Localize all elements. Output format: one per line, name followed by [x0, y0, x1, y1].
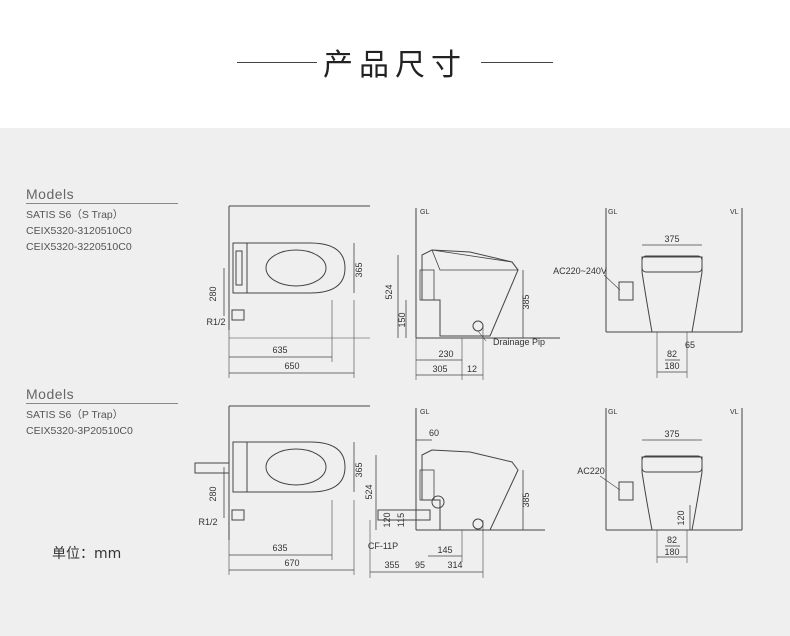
title-rule-right [481, 62, 553, 63]
dim-label: 82 [667, 349, 677, 359]
dim-label: 385 [521, 294, 531, 309]
seat-outline [246, 441, 346, 493]
dim-label: R1/2 [198, 517, 217, 527]
s-front-view [603, 208, 743, 378]
seat-outline [431, 249, 519, 271]
s-top-view [223, 205, 370, 378]
dim-label: 12 [467, 364, 477, 374]
dim-label: 65 [685, 340, 695, 350]
seat-outline [641, 255, 703, 273]
dim-label: 635 [272, 345, 287, 355]
dim-label: 524 [384, 284, 394, 299]
unit-label: 单位：mm [52, 546, 122, 562]
gl-marker: GL [420, 209, 429, 216]
models-rule [26, 403, 178, 404]
leader-line [599, 475, 621, 491]
dim-label: 145 [437, 545, 452, 555]
bowl-outline [265, 249, 327, 287]
pipe-outline [194, 462, 230, 474]
tank-outline [419, 269, 435, 301]
power-box-outline [618, 481, 634, 501]
dim-label: 120 [382, 512, 392, 527]
vl-marker: VL [730, 409, 739, 416]
dim-label: AC220~240V [553, 266, 607, 276]
toilet-body-outline [641, 456, 703, 531]
models-block-p-trap: Models SATIS S6（P Trap） CEIX5320-3P20510… [26, 386, 178, 439]
dim-label: 650 [284, 361, 299, 371]
p-side-view [369, 408, 545, 578]
bowl-outline [265, 448, 327, 486]
dim-label: 305 [432, 364, 447, 374]
dim-label: 385 [521, 492, 531, 507]
dim-label: 314 [447, 560, 462, 570]
model-code: CEIX5320-3220510C0 [26, 241, 132, 253]
fitting-outline [431, 495, 445, 509]
dim-label: 524 [364, 484, 374, 499]
dim-label: AC220 [577, 466, 605, 476]
p-front-view [599, 408, 743, 563]
models-rule [26, 203, 178, 204]
dim-label: 115 [396, 513, 406, 527]
gl-marker: GL [608, 409, 617, 416]
toilet-body-outline [641, 256, 703, 333]
dim-label: 150 [397, 312, 407, 327]
dim-label: 375 [664, 234, 679, 244]
page-title: 产品尺寸 [323, 48, 467, 83]
models-heading: Models [26, 386, 75, 402]
dim-label: CF-11P [368, 541, 398, 551]
dim-label: 365 [354, 462, 364, 477]
dim-label: 635 [272, 543, 287, 553]
tank-outline [232, 441, 248, 493]
dim-label: 230 [438, 349, 453, 359]
leader-line [603, 274, 621, 291]
dim-label: 95 [415, 560, 425, 570]
toilet-body-outline [421, 449, 519, 531]
dim-label: 375 [664, 429, 679, 439]
pipe-outline [377, 509, 431, 521]
s-side-view [397, 208, 560, 380]
dim-label: R1/2 [206, 317, 225, 327]
vl-marker: VL [730, 209, 739, 216]
dim-label: 365 [354, 262, 364, 277]
dim-label: 60 [429, 428, 439, 438]
power-box-outline [618, 281, 634, 301]
model-line: SATIS S6（P Trap） [26, 409, 124, 421]
model-line: SATIS S6（S Trap） [26, 209, 124, 221]
dim-label: 280 [208, 486, 218, 501]
dim-label: Drainage Pip [493, 337, 545, 347]
valve-outline [231, 509, 245, 521]
dim-label: 355 [384, 560, 399, 570]
seat-outline [641, 455, 703, 473]
gl-marker: GL [420, 409, 429, 416]
tank-outline [419, 469, 435, 501]
dim-label: 180 [664, 361, 679, 371]
leader-line [477, 330, 487, 342]
gl-marker: GL [608, 209, 617, 216]
models-heading: Models [26, 186, 75, 202]
panel-outline [235, 250, 243, 286]
models-block-s-trap: Models SATIS S6（S Trap） CEIX5320-3120510… [26, 186, 178, 255]
toilet-body-outline [421, 249, 519, 337]
seat-outline [246, 242, 346, 294]
page-header: 产品尺寸 [0, 0, 790, 128]
p-top-view [194, 405, 370, 575]
dim-label: 120 [676, 510, 686, 525]
dim-label: 670 [284, 558, 299, 568]
title-rule-left [237, 62, 317, 63]
dim-label: 180 [664, 547, 679, 557]
drain-outline [472, 320, 484, 332]
dimension-panel [0, 128, 790, 636]
valve-outline [231, 309, 245, 321]
drain-outline [472, 518, 484, 530]
dim-label: 280 [208, 286, 218, 301]
model-code: CEIX5320-3120510C0 [26, 225, 132, 237]
dim-label: 82 [667, 535, 677, 545]
model-code: CEIX5320-3P20510C0 [26, 425, 133, 437]
